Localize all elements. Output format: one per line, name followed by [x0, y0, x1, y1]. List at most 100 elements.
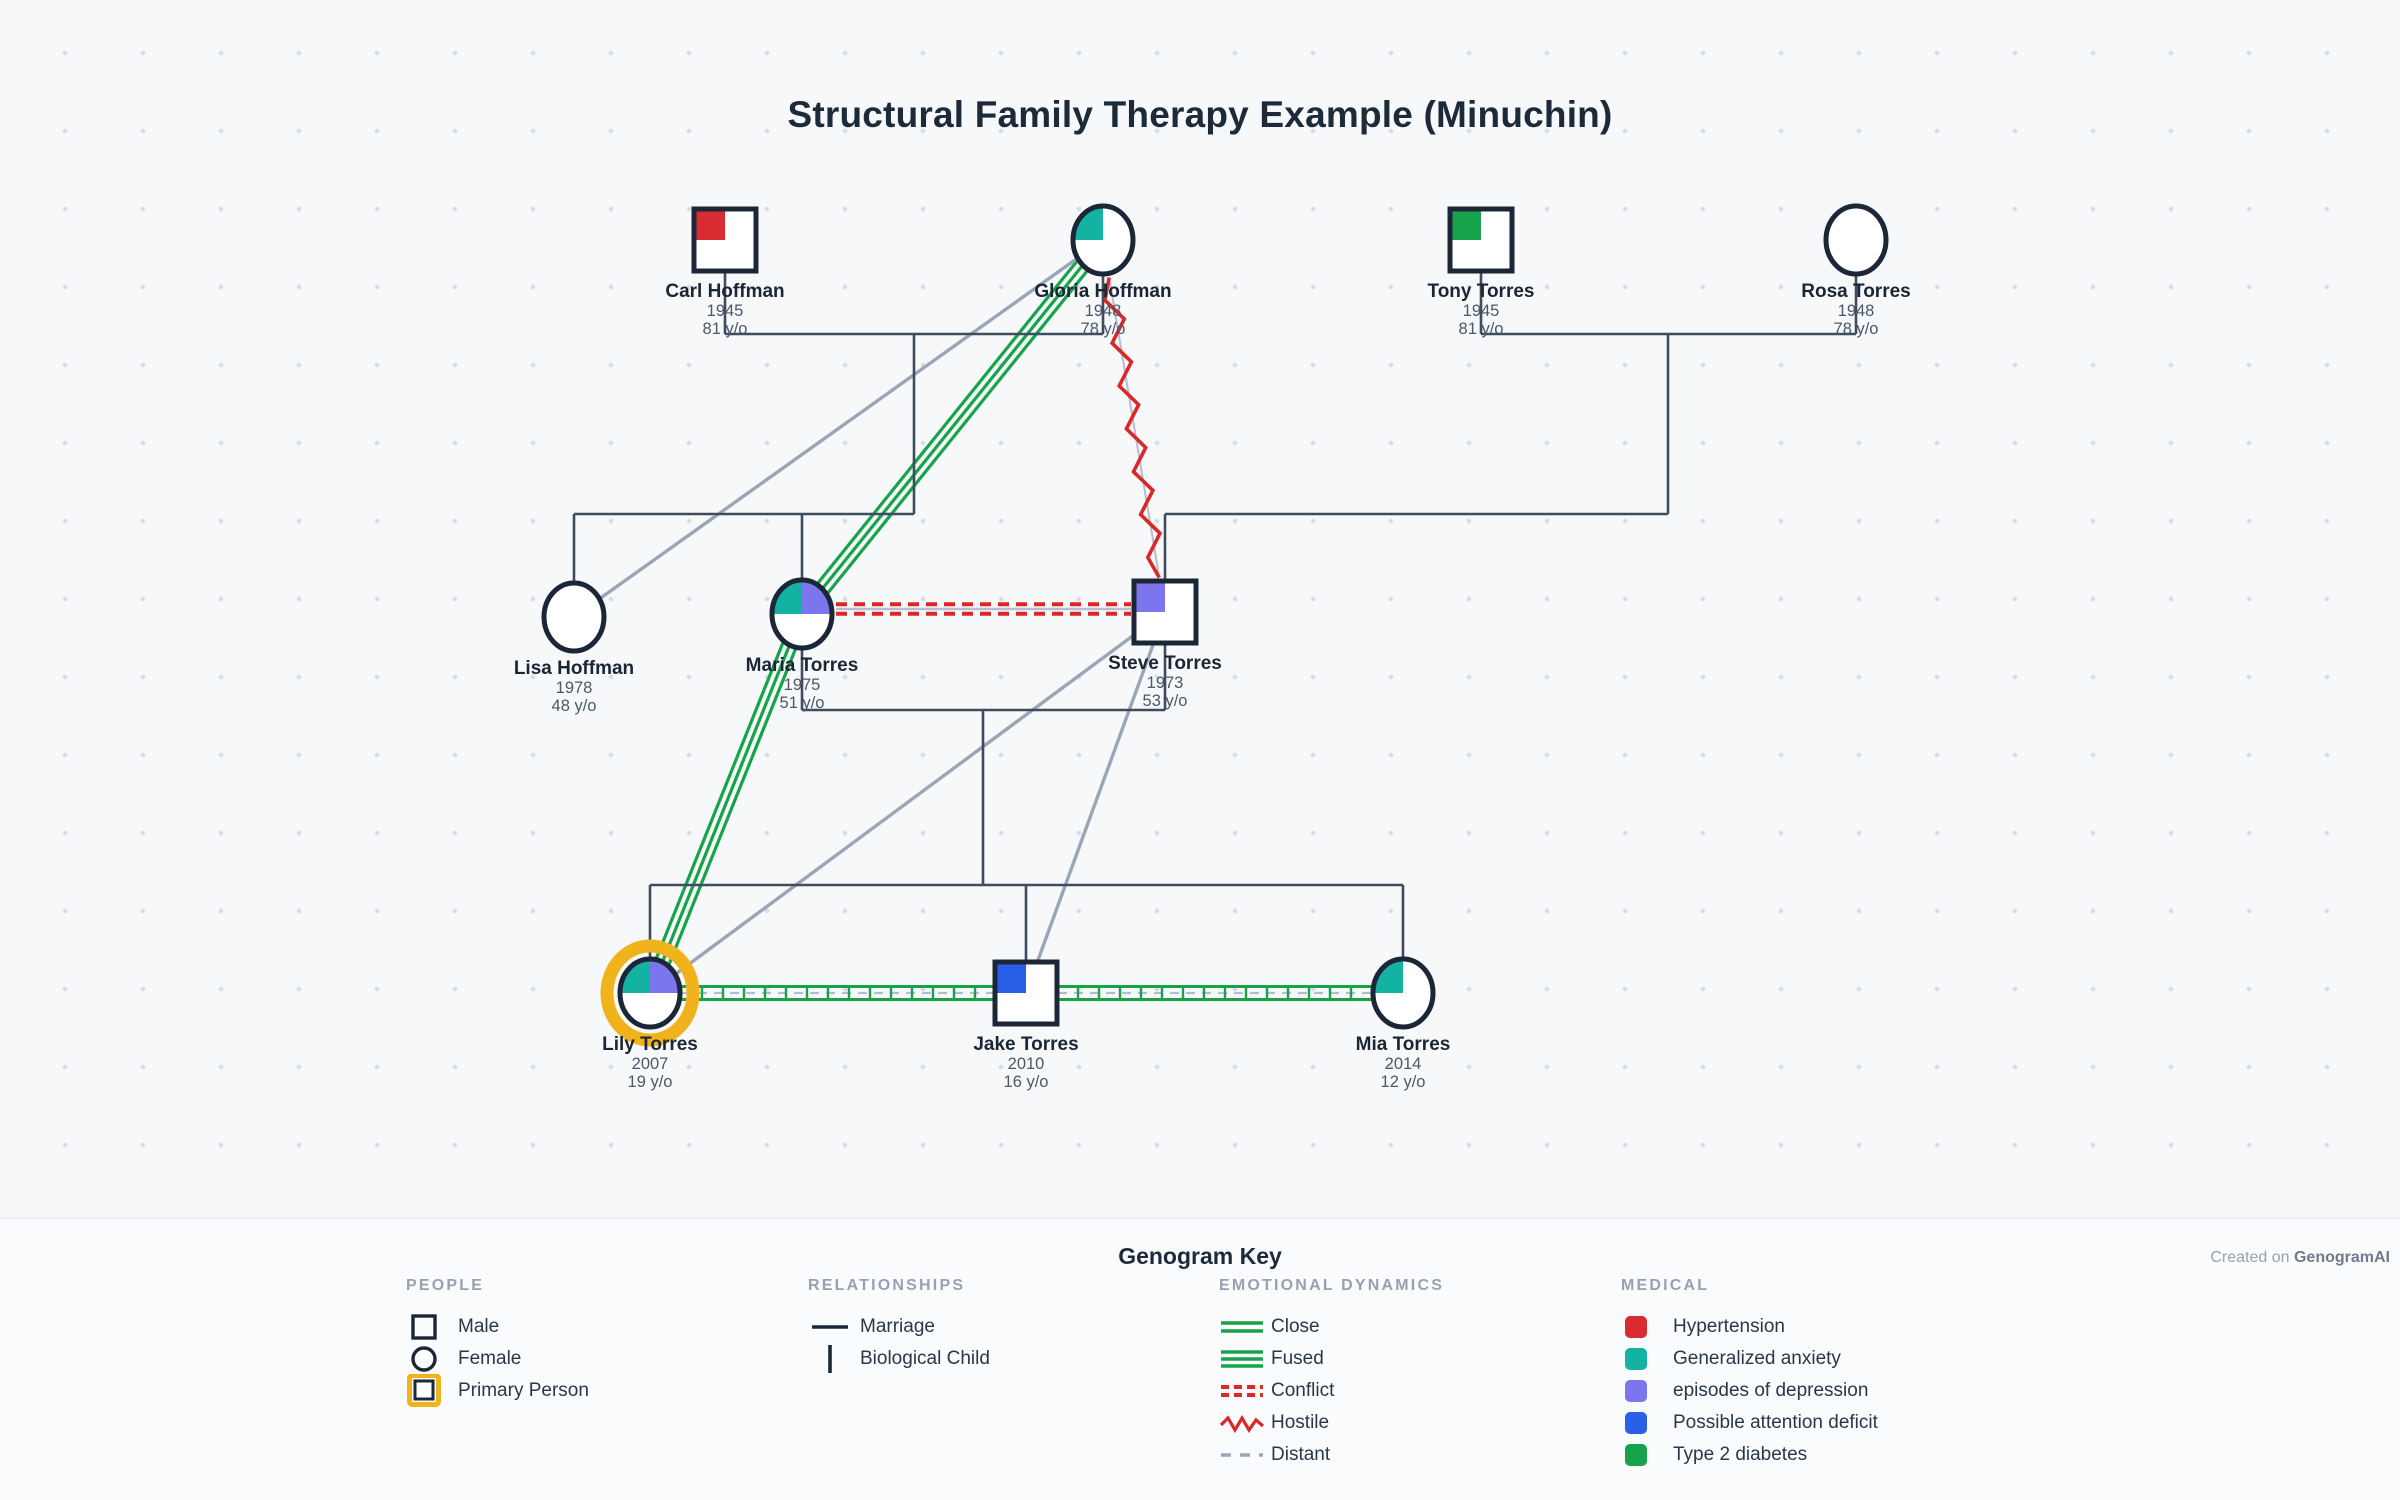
key-title: Genogram Key [1118, 1243, 1282, 1269]
person-birth-year: 1945 [707, 302, 744, 320]
key-item-primary-person: Primary Person [406, 1374, 589, 1407]
medical-swatch-icon [1625, 1348, 1647, 1370]
person-birth-year: 1948 [1085, 302, 1122, 320]
person-node-steve[interactable] [1131, 578, 1199, 646]
key-header-medical: MEDICAL [1621, 1277, 1710, 1294]
key-item-label: Fused [1271, 1348, 1324, 1369]
marriage-line-icon [808, 1312, 860, 1342]
key-item-label: Hypertension [1673, 1316, 1785, 1337]
person-node-lily[interactable] [600, 939, 700, 1047]
person-node-maria[interactable] [769, 577, 835, 651]
relationship-fused-gloria-maria [795, 234, 1110, 620]
condition-quadrant-possible_attention_deficit [995, 962, 1026, 993]
condition-quadrant-generalized_anxiety [1073, 206, 1103, 240]
medical-swatch-icon [1621, 1376, 1673, 1406]
medical-swatch-icon [1625, 1380, 1647, 1402]
male-square-icon [406, 1312, 458, 1342]
conflict-lines-icon [1221, 1385, 1263, 1397]
hostile-zigzag-icon [1219, 1408, 1271, 1438]
person-age: 51 y/o [780, 694, 825, 712]
key-item-label: Type 2 diabetes [1673, 1444, 1808, 1465]
person-node-mia[interactable] [1370, 956, 1436, 1030]
person-node-carl[interactable] [691, 206, 759, 274]
key-item-label: Distant [1271, 1444, 1331, 1465]
relationship-fused-maria-lily [642, 610, 810, 997]
key-header-people: PEOPLE [406, 1277, 485, 1294]
distant-dashes-icon [1219, 1440, 1271, 1470]
medical-swatch-icon [1621, 1440, 1673, 1470]
person-node-tony[interactable] [1447, 206, 1515, 274]
condition-quadrant-episodes_of_depression [650, 959, 680, 993]
person-name: Steve Torres [1108, 653, 1222, 674]
relationship-distant-steve-jake [1024, 611, 1167, 994]
condition-quadrant-generalized_anxiety [1373, 959, 1403, 993]
person-birth-year: 2010 [1008, 1055, 1045, 1073]
person-name: Lily Torres [602, 1034, 698, 1055]
key-item-conflict: Conflict [1219, 1375, 1444, 1407]
hostile-zigzag-icon [1219, 1414, 1265, 1434]
fused-lines-icon [1219, 1344, 1271, 1374]
page-title: Structural Family Therapy Example (Minuc… [787, 94, 1613, 135]
person-age: 12 y/o [1381, 1073, 1426, 1091]
person-birth-year: 1978 [556, 679, 593, 697]
key-item-hostile: Hostile [1219, 1407, 1444, 1439]
key-item-label: Male [458, 1316, 500, 1337]
female-circle-icon [406, 1344, 458, 1374]
person-name: Carl Hoffman [665, 281, 784, 302]
key-credit-brand: GenogramAI [2293, 1249, 2390, 1266]
medical-swatch-icon [1621, 1408, 1673, 1438]
close-lines-icon [1219, 1312, 1271, 1342]
key-item-fused: Fused [1219, 1343, 1444, 1375]
person-birth-year: 2007 [632, 1055, 669, 1073]
relationship-close-lily-jake [650, 985, 1026, 1001]
key-item-generalized-anxiety: Generalized anxiety [1621, 1343, 1878, 1375]
person-birth-year: 1945 [1463, 302, 1500, 320]
distant-dashes-icon [1221, 1453, 1263, 1457]
key-item-close: Close [1219, 1311, 1444, 1343]
relationship-hostile-gloria-steve [1102, 277, 1163, 579]
genogram-canvas[interactable]: Structural Family Therapy Example (Minuc… [0, 0, 2400, 1218]
marriage-line-icon [812, 1325, 848, 1329]
medical-swatch-icon [1621, 1312, 1673, 1342]
condition-quadrant-generalized_anxiety [772, 580, 802, 614]
key-item-label: Female [458, 1348, 522, 1369]
person-age: 78 y/o [1081, 320, 1126, 338]
person-name: Maria Torres [746, 655, 859, 676]
person-name: Tony Torres [1428, 281, 1535, 302]
key-item-label: Conflict [1271, 1380, 1335, 1401]
person-node-gloria[interactable] [1070, 203, 1136, 277]
person-node-lisa[interactable] [541, 580, 607, 654]
person-age: 19 y/o [628, 1073, 673, 1091]
conflict-lines-icon [1219, 1376, 1271, 1406]
person-name: Mia Torres [1356, 1034, 1451, 1055]
person-age: 48 y/o [552, 697, 597, 715]
key-credit-prefix: Created on [2210, 1249, 2294, 1266]
person-node-rosa[interactable] [1823, 203, 1889, 277]
biological-child-line-icon [808, 1343, 860, 1375]
medical-swatch-icon [1625, 1412, 1647, 1434]
medical-swatch-icon [1621, 1344, 1673, 1374]
key-item-possible-attention-deficit: Possible attention deficit [1621, 1407, 1878, 1439]
key-item-label: Possible attention deficit [1673, 1412, 1878, 1433]
person-name: Jake Torres [973, 1034, 1078, 1055]
person-name: Rosa Torres [1801, 281, 1910, 302]
medical-swatch-icon [1625, 1444, 1647, 1466]
person-birth-year: 1973 [1147, 674, 1184, 692]
person-age: 81 y/o [1459, 320, 1504, 338]
person-node-jake[interactable] [992, 959, 1060, 1027]
condition-quadrant-type_2_diabetes [1450, 209, 1481, 240]
biological-child-line-icon [828, 1345, 832, 1373]
key-credit: Created on GenogramAI [2210, 1249, 2390, 1267]
union-carl-gloria [572, 271, 1105, 587]
medical-swatch-icon [1625, 1316, 1647, 1338]
key-item-label: Biological Child [860, 1348, 990, 1369]
key-item-episodes-of-depression: episodes of depression [1621, 1375, 1878, 1407]
